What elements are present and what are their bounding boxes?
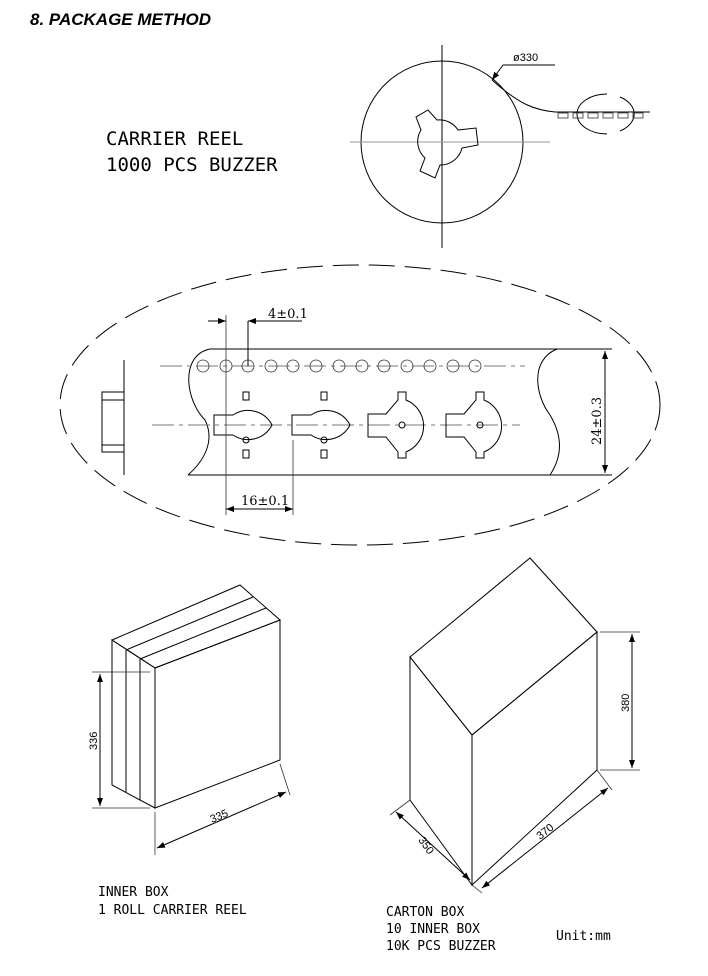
hole-pitch-dimension: 4±0.1 [268, 307, 308, 322]
tape-width-dimension: 24±0.3 [590, 397, 605, 445]
carrier-tape-detail: 4±0.1 16±0.1 24±0.3 [59, 264, 661, 546]
carton-box-drawing: 380 370 350 CARTON BOX 10 INNER BOX 10K … [386, 557, 640, 954]
inner-box-label-line2: 1 ROLL CARRIER REEL [98, 903, 247, 918]
carton-height: 380 [620, 694, 632, 712]
unit-label: Unit:mm [556, 929, 611, 944]
pocket-pitch-dimension: 16±0.1 [241, 494, 289, 509]
reel-label-line2: 1000 PCS BUZZER [106, 154, 278, 176]
inner-box-height: 336 [88, 732, 100, 750]
section-title: 8. PACKAGE METHOD [30, 10, 211, 29]
inner-box-drawing: 336 335 INNER BOX 1 ROLL CARRIER REEL [88, 584, 291, 918]
carrier-reel-drawing: CARRIER REEL 1000 PCS BUZZER ø330 [106, 45, 650, 248]
reel-diameter: ø330 [513, 52, 538, 64]
inner-box-width: 335 [208, 808, 230, 826]
carton-label-line3: 10K PCS BUZZER [386, 939, 496, 954]
carton-depth: 350 [416, 835, 436, 857]
reel-label-line1: CARRIER REEL [106, 128, 243, 150]
carton-label-line1: CARTON BOX [386, 905, 464, 920]
carton-label-line2: 10 INNER BOX [386, 922, 480, 937]
inner-box-label-line1: INNER BOX [98, 885, 169, 900]
